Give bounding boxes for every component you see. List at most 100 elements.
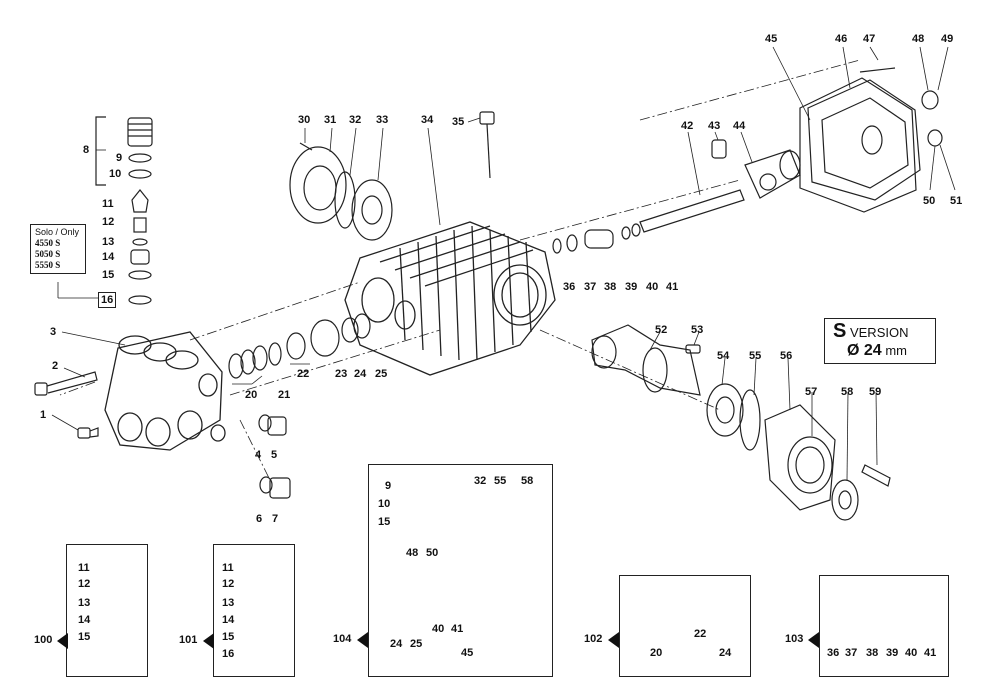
callout-40: 40 (646, 281, 659, 293)
callout-43: 43 (708, 120, 721, 132)
s-version-word: VERSION (849, 325, 909, 340)
callout-1: 1 (40, 409, 47, 421)
kit-104-item: 45 (461, 647, 474, 659)
kit-104-item: 55 (494, 475, 507, 487)
kit-102-pointer-icon (608, 632, 619, 648)
kit-100-item: 13 (78, 597, 91, 609)
callout-39: 39 (625, 281, 638, 293)
kit-104-item: 15 (378, 516, 391, 528)
callout-45: 45 (765, 33, 778, 45)
solo-only-model-box: Solo / Only 4550 S 5050 S 5550 S (30, 224, 86, 274)
kit-102-box: 20 22 24 (619, 575, 751, 677)
callout-7: 7 (272, 513, 279, 525)
seal-rings (228, 313, 371, 379)
kit-104-pointer-icon (357, 632, 368, 648)
kit-104-item: 10 (378, 498, 391, 510)
callout-46: 46 (835, 33, 848, 45)
kit-101-item: 13 (222, 597, 235, 609)
callout-49: 49 (941, 33, 954, 45)
kit-104-item: 25 (410, 638, 423, 650)
kit-101-box: 11 12 13 14 15 16 (213, 544, 295, 677)
kit-104-item: 32 (474, 475, 487, 487)
kit-103-item: 39 (886, 647, 899, 659)
crankcase (344, 221, 556, 376)
kit-100-box: 11 12 13 14 15 (66, 544, 148, 677)
callout-20: 20 (245, 389, 258, 401)
bolt-2 (34, 371, 98, 396)
kit-104-item: 24 (390, 638, 403, 650)
callout-25: 25 (375, 368, 388, 380)
kit-103-box: 36 37 38 39 40 41 (819, 575, 949, 677)
callout-59: 59 (869, 386, 882, 398)
model-4550s: 4550 S (35, 238, 61, 248)
callout-48: 48 (912, 33, 925, 45)
kit-104-label: 104 (333, 633, 352, 645)
kit-103-label: 103 (785, 633, 804, 645)
callout-4: 4 (255, 449, 262, 461)
leader-lines (51, 46, 956, 481)
callout-51: 51 (950, 195, 963, 207)
kit-102-item: 24 (719, 647, 732, 659)
callout-10: 10 (109, 168, 122, 180)
callout-42: 42 (681, 120, 694, 132)
callout-24: 24 (354, 368, 367, 380)
model-5050s: 5050 S (35, 249, 61, 259)
callout-9: 9 (116, 152, 123, 164)
callout-52: 52 (655, 324, 668, 336)
bearing-cover (289, 142, 393, 241)
kit-104-item: 50 (426, 547, 439, 559)
callout-15: 15 (102, 269, 115, 281)
callout-50: 50 (923, 195, 936, 207)
callout-6: 6 (256, 513, 263, 525)
callout-47: 47 (863, 33, 876, 45)
callout-23: 23 (335, 368, 348, 380)
callout-41: 41 (666, 281, 679, 293)
solo-only-title: Solo / Only (35, 227, 80, 237)
callout-3: 3 (50, 326, 57, 338)
kit-100-label: 100 (34, 634, 53, 646)
callout-34: 34 (421, 114, 434, 126)
piston-rod-assembly (552, 139, 801, 254)
callout-57: 57 (805, 386, 818, 398)
kit-104-item: 41 (451, 623, 464, 635)
kit-103-item: 37 (845, 647, 858, 659)
callout-55: 55 (749, 350, 762, 362)
kit-103-item: 40 (905, 647, 918, 659)
kit-101-label: 101 (179, 634, 198, 646)
dipstick-35 (479, 111, 495, 179)
kit-103-item: 41 (924, 647, 937, 659)
kit-103-item: 38 (866, 647, 879, 659)
cover-gasket-45 (799, 77, 917, 213)
s-version-box: S VERSION Ø 24 mm (824, 318, 936, 364)
kit-101-item: 15 (222, 631, 235, 643)
callout-30: 30 (298, 114, 311, 126)
kit-103-pointer-icon (808, 632, 819, 648)
callout-44: 44 (733, 120, 746, 132)
callout-8: 8 (83, 144, 90, 156)
kit-101-pointer-icon (203, 633, 214, 649)
callout-38: 38 (604, 281, 617, 293)
callout-2: 2 (52, 360, 59, 372)
kit-104-item: 58 (521, 475, 534, 487)
kit-104-box: 9 10 15 32 55 58 48 50 24 25 40 41 45 (368, 464, 553, 677)
kit-104-item: 48 (406, 547, 419, 559)
kit-100-pointer-icon (57, 633, 68, 649)
kit-102-item: 22 (694, 628, 707, 640)
screw-1 (77, 427, 99, 439)
kit-100-item: 14 (78, 614, 91, 626)
kit-101-item: 16 (222, 648, 235, 660)
callout-5: 5 (271, 449, 278, 461)
kit-104-item: 9 (385, 480, 392, 492)
pump-head (104, 331, 226, 451)
model-5550s: 5550 S (35, 260, 61, 270)
valve-stack-upper (127, 117, 153, 305)
callout-53: 53 (691, 324, 704, 336)
plug-4-5 (258, 414, 287, 436)
callout-14: 14 (102, 251, 115, 263)
kit-101-item: 14 (222, 614, 235, 626)
kit-100-item: 11 (78, 562, 90, 574)
kit-100-item: 15 (78, 631, 91, 643)
callout-54: 54 (717, 350, 730, 362)
callout-37: 37 (584, 281, 597, 293)
callout-33: 33 (376, 114, 389, 126)
